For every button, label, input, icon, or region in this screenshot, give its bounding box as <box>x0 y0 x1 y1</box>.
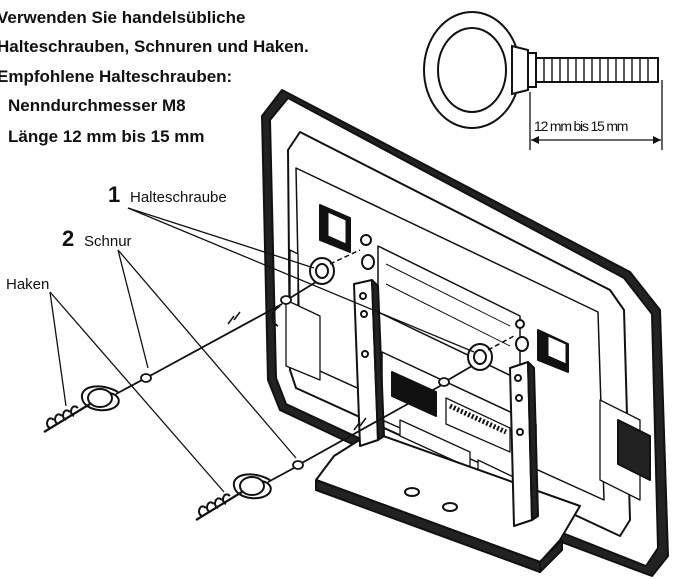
hook-label: Haken <box>6 276 49 293</box>
callout-halteschraube: 1 Halteschraube <box>108 182 227 207</box>
instruction-text: Verwenden Sie handelsübliche Halteschrau… <box>0 8 309 146</box>
instruction-line-1: Verwenden Sie handelsübliche <box>0 8 245 27</box>
cord-lower <box>267 365 473 483</box>
screw-label: Halteschraube <box>130 189 227 206</box>
bolt-length-dimension: 12 mm bis 15 mm <box>534 118 628 134</box>
callout-schnur: 2 Schnur <box>62 226 132 251</box>
instruction-line-4: Nenndurchmesser M8 <box>8 96 186 115</box>
tv-back-panel <box>261 89 669 577</box>
cord-label: Schnur <box>84 233 132 250</box>
eye-bolt-illustration <box>423 11 663 150</box>
cord-number: 2 <box>62 226 74 251</box>
hook-upper <box>43 385 120 433</box>
retaining-screw-left <box>309 249 361 285</box>
tv-stand <box>315 279 581 573</box>
instruction-line-3: Empfohlene Halteschrauben: <box>0 67 232 86</box>
instruction-line-2: Halteschrauben, Schnuren und Haken. <box>0 37 309 56</box>
callout-haken: Haken <box>6 276 49 293</box>
leader-lines <box>49 207 475 493</box>
screw-number: 1 <box>108 182 120 207</box>
instruction-line-5: Länge 12 mm bis 15 mm <box>8 127 205 146</box>
cord-upper <box>115 281 317 395</box>
hook-lower <box>195 473 272 521</box>
retaining-screw-right <box>467 335 515 371</box>
